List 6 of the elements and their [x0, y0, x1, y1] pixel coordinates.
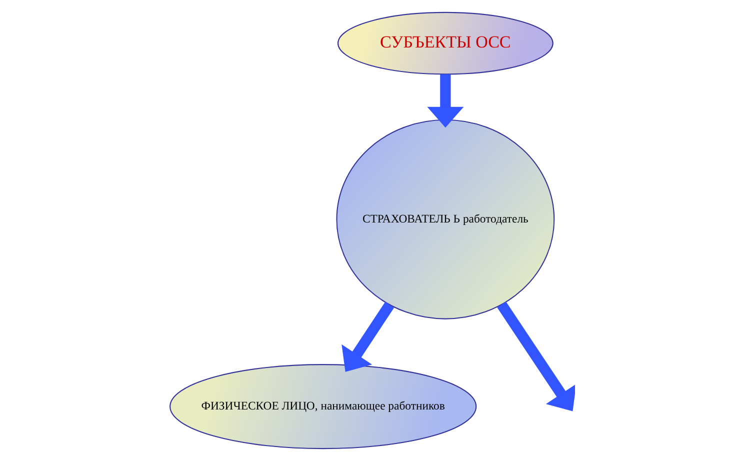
arrow	[496, 302, 574, 412]
arrow	[341, 302, 394, 372]
arrow	[426, 74, 464, 128]
node-circle: СТРАХОВАТЕЛЬ Ь работодатель	[336, 119, 554, 320]
node-ellipse: ФИЗИЧЕСКОЕ ЛИЦО, нанимающее работников	[169, 364, 476, 450]
node-ellipse: СУБЪЕКТЫ ОСС	[336, 12, 553, 75]
